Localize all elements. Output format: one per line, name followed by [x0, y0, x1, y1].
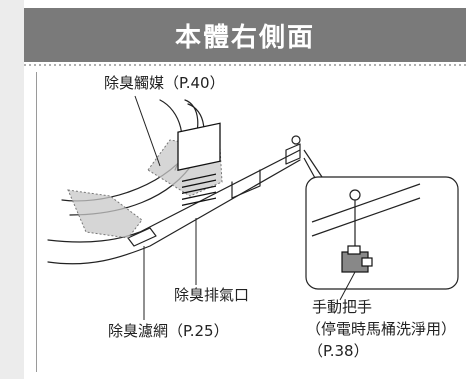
- exhaust-label: 除臭排氣口: [174, 286, 250, 304]
- body-bottom-edge: [47, 159, 301, 265]
- callout-body-edge: [311, 183, 421, 223]
- section-header: 本體右側面: [24, 8, 466, 62]
- section-title: 本體右側面: [174, 22, 315, 53]
- callout-link-upper: [303, 149, 323, 178]
- body-step-outline: [231, 169, 261, 199]
- dotted-rule: [24, 64, 466, 66]
- body-rear-notch: [285, 143, 301, 165]
- filter-area: [67, 189, 143, 239]
- zoom-callout-frame: [305, 176, 459, 290]
- manual-handle: [341, 245, 373, 273]
- handle-access-hole: [291, 135, 301, 145]
- callout-link-lower: [303, 157, 316, 179]
- exhaust-grille: [177, 122, 221, 206]
- side-divider: [36, 72, 37, 372]
- body-top-edge: [47, 149, 301, 243]
- power-outage-note: （停電時馬桶洗淨用）: [306, 320, 457, 338]
- callout-body-edge-lower: [311, 197, 421, 237]
- handle-leader: [339, 271, 356, 301]
- handle-page-ref: （P.38）: [308, 342, 369, 360]
- catalyst-leader: [134, 95, 161, 167]
- filter-label: 除臭濾網（P.25）: [108, 322, 229, 340]
- catalyst-label: 除臭觸媒（P.40）: [104, 74, 225, 92]
- page-margin: [0, 0, 24, 379]
- filter-tray-outline: [127, 227, 157, 247]
- manual-handle-label: 手動把手: [312, 298, 373, 316]
